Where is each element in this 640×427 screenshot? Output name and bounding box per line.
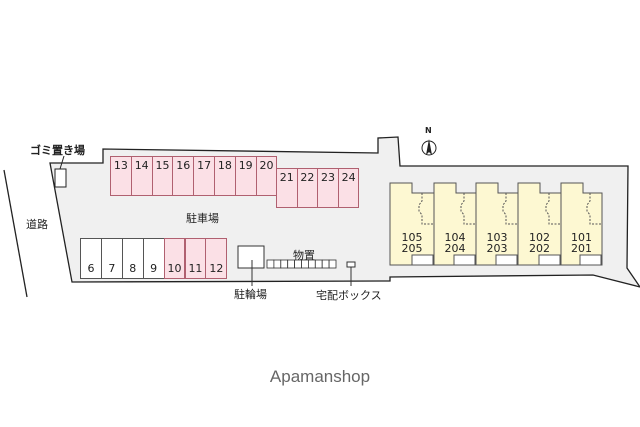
stall-number: 15	[155, 159, 170, 172]
unit-number: 103	[486, 231, 508, 244]
parking-stall: 6	[80, 238, 102, 279]
storage-cell	[314, 259, 323, 269]
storage-cell	[321, 259, 330, 269]
bicycle-label: 駐輪場	[234, 288, 267, 301]
balcony-outline	[418, 193, 434, 225]
road-label: 道路	[26, 218, 48, 231]
parking-stall: 17	[193, 156, 215, 196]
entrance	[411, 254, 434, 266]
stall-number: 23	[320, 171, 335, 184]
parking-stall: 16	[172, 156, 195, 196]
parking-stall: 19	[234, 156, 257, 196]
unit-number: 101	[571, 231, 592, 244]
unit-number: 102	[529, 231, 550, 244]
balcony-outline	[586, 193, 602, 225]
parking-stall: 12	[205, 238, 228, 279]
delivery-box	[346, 261, 356, 268]
stall-number: 11	[188, 262, 203, 275]
unit-number: 203	[486, 242, 508, 255]
stall-number: 6	[87, 262, 95, 275]
north-arrow-icon	[421, 139, 437, 156]
unit-number: 201	[571, 242, 592, 255]
parking-stall: 15	[151, 156, 174, 196]
parking-stall: 23	[317, 168, 339, 208]
stall-number: 8	[129, 262, 137, 275]
road-line	[3, 169, 28, 298]
stall-number: 21	[279, 171, 294, 184]
delivery-box-label: 宅配ボックス	[316, 289, 382, 302]
parking-stall: 20	[255, 156, 278, 196]
unit-number: 205	[401, 242, 423, 255]
stall-number: 20	[259, 159, 274, 172]
garbage-leader	[59, 155, 65, 170]
parking-stall: 13	[110, 156, 132, 196]
entrance	[538, 254, 561, 266]
apartment-building	[389, 182, 603, 266]
stall-number: 12	[209, 262, 224, 275]
parking-stall: 14	[130, 156, 153, 196]
stall-number: 9	[150, 262, 158, 275]
parking-stall: 7	[100, 238, 123, 279]
storage-cell	[328, 259, 337, 269]
storage-cell	[280, 259, 289, 269]
parking-stall: 11	[184, 238, 207, 279]
entrance	[453, 254, 476, 266]
parking-stall: 8	[121, 238, 144, 279]
stall-number: 16	[176, 159, 191, 172]
parking-stall: 10	[163, 238, 186, 279]
storage-cell	[266, 259, 275, 269]
parking-stall: 9	[142, 238, 165, 279]
entrance	[579, 254, 602, 266]
unit-number: 204	[444, 242, 466, 255]
balcony-outline	[545, 193, 561, 225]
unit-number: 104	[444, 231, 466, 244]
stall-number: 17	[197, 159, 212, 172]
garbage-label: ゴミ置き場	[30, 144, 85, 157]
parking-stall: 22	[296, 168, 319, 208]
stall-number: 14	[134, 159, 149, 172]
entrance	[495, 254, 518, 266]
bicycle-parking	[237, 245, 265, 269]
stall-number: 10	[167, 262, 182, 275]
watermark: Apamanshop	[269, 367, 371, 386]
stall-number: 22	[300, 171, 315, 184]
stall-number: 7	[108, 262, 116, 275]
garbage-area	[54, 168, 67, 188]
unit-number: 105	[401, 231, 423, 244]
storage-sheds	[266, 259, 337, 269]
unit-block	[560, 182, 603, 266]
stall-number: 24	[341, 171, 356, 184]
balcony-outline	[460, 193, 476, 225]
storage-cell	[273, 259, 282, 269]
stall-number: 19	[238, 159, 253, 172]
stall-number: 18	[217, 159, 232, 172]
parking-stall: 24	[337, 168, 360, 208]
stall-number: 13	[113, 159, 128, 172]
unit-number: 202	[529, 242, 550, 255]
parking-stall: 21	[276, 168, 298, 208]
parking-label: 駐車場	[186, 212, 219, 225]
storage-label: 物置	[293, 249, 315, 262]
north-label: N	[425, 126, 432, 135]
balcony-outline	[502, 193, 518, 225]
parking-stall: 18	[214, 156, 236, 196]
